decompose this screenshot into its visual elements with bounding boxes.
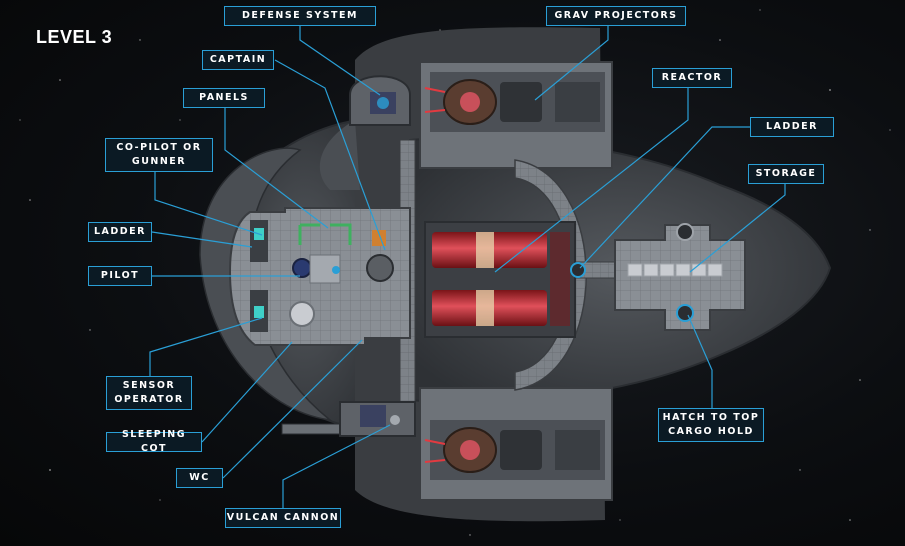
label-vulcan-cannon-text: VULCAN CANNON: [226, 512, 340, 523]
label-sleeping-cot: SLEEPING COT: [106, 429, 202, 454]
label-ladder-left: LADDER: [88, 222, 152, 242]
label-panels: PANELS: [183, 88, 265, 108]
label-storage: STORAGE: [748, 164, 824, 184]
label-wc: WC: [176, 468, 223, 488]
label-hatch-cargo-hold-line2: CARGO HOLD: [668, 426, 754, 437]
label-ladder-right: LADDER: [750, 117, 834, 137]
label-copilot-gunner: CO-PILOT OR GUNNER: [105, 138, 213, 172]
label-ladder-left-text: LADDER: [94, 226, 146, 237]
label-pilot-text: PILOT: [100, 270, 140, 281]
label-reactor: REACTOR: [652, 68, 732, 88]
label-reactor-text: REACTOR: [661, 72, 723, 83]
grav-projector-lower: [419, 387, 613, 501]
label-grav-projectors-text: GRAV PROJECTORS: [554, 10, 678, 21]
label-pilot: PILOT: [88, 266, 152, 286]
label-hatch-cargo-hold-line1: HATCH TO TOP: [662, 412, 760, 423]
grav-projector-upper: [419, 61, 613, 169]
label-captain: CAPTAIN: [202, 50, 274, 70]
label-storage-text: STORAGE: [755, 168, 817, 179]
label-sleeping-cot-text: SLEEPING COT: [121, 429, 187, 454]
label-panels-text: PANELS: [199, 92, 249, 103]
label-hatch-cargo-hold: HATCH TO TOP CARGO HOLD: [658, 408, 764, 442]
leader-lines: [149, 26, 786, 508]
label-sensor-operator-line2: OPERATOR: [114, 394, 184, 405]
bridge-room: [228, 207, 411, 346]
reactor-room: [424, 221, 576, 338]
label-copilot-gunner-line2: GUNNER: [131, 156, 187, 167]
label-sensor-operator-line1: SENSOR: [122, 380, 176, 391]
level-title: LEVEL 3: [36, 27, 113, 47]
label-wc-text: WC: [189, 472, 210, 483]
label-captain-text: CAPTAIN: [209, 54, 267, 65]
vulcan-cannon: [281, 401, 416, 437]
label-defense-system-text: DEFENSE SYSTEM: [242, 10, 358, 21]
label-copilot-gunner-line1: CO-PILOT OR: [116, 142, 202, 153]
label-grav-projectors: GRAV PROJECTORS: [546, 6, 686, 26]
label-sensor-operator: SENSOR OPERATOR: [106, 376, 192, 410]
defense-turret: [349, 75, 411, 126]
label-defense-system: DEFENSE SYSTEM: [224, 6, 376, 26]
label-ladder-right-text: LADDER: [766, 121, 818, 132]
storage-room: [570, 223, 746, 331]
label-vulcan-cannon: VULCAN CANNON: [225, 508, 341, 528]
